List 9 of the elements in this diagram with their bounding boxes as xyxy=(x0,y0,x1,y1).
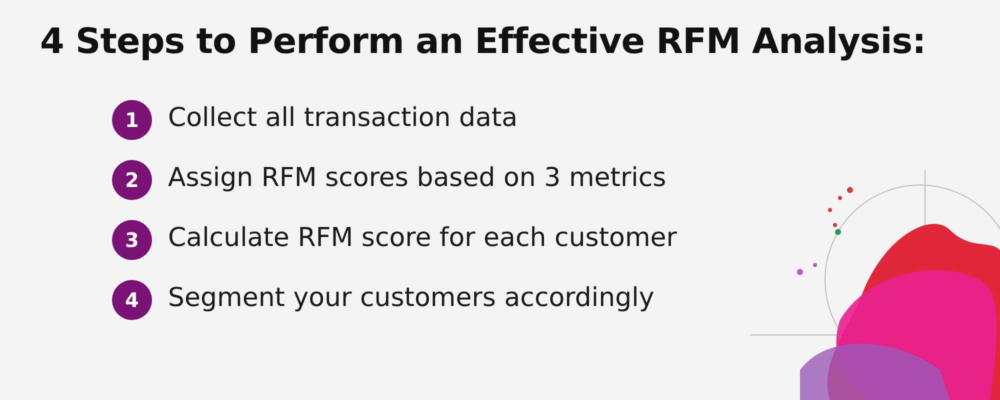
step-number-badge: 1 xyxy=(112,100,152,140)
heading: 4 Steps to Perform an Effective RFM Analysis: xyxy=(40,22,926,62)
step-number-badge: 4 xyxy=(112,280,152,320)
step-text: Collect all transaction data xyxy=(168,103,518,133)
step-text: Segment your customers accordingly xyxy=(168,283,654,313)
step-number-badge: 2 xyxy=(112,160,152,200)
step-text: Assign RFM scores based on 3 metrics xyxy=(168,163,666,193)
step-number-badge: 3 xyxy=(112,220,152,260)
step-text: Calculate RFM score for each customer xyxy=(168,223,677,253)
